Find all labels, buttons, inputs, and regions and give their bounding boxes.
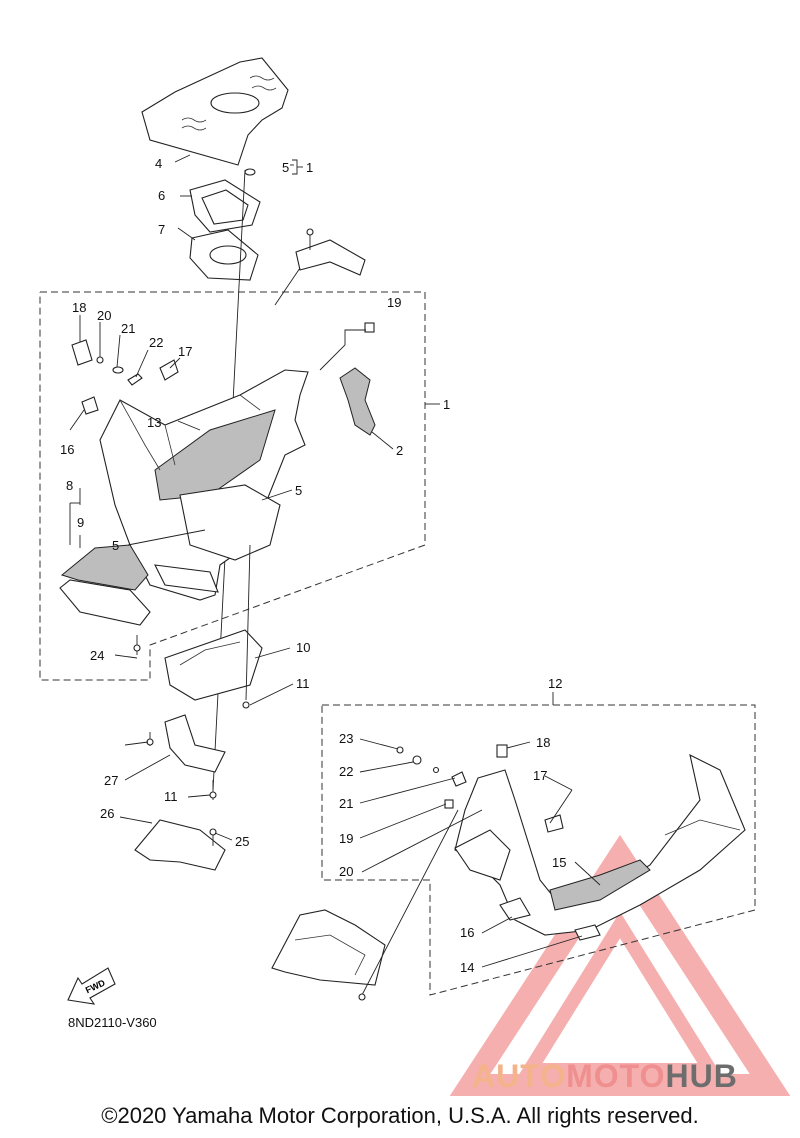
callout: 23 <box>339 731 353 746</box>
callout: 17 <box>178 344 192 359</box>
clip-5-top <box>244 168 256 176</box>
side-frame <box>271 909 386 986</box>
callout: 19 <box>339 831 353 846</box>
lower-cowling <box>454 753 746 941</box>
callout: 13 <box>147 415 161 430</box>
callouts: 1 2 13 4 5 5 6 7 8 9 10 11 11 12 14 15 1… <box>60 156 566 975</box>
brand-moto: MOTO <box>566 1058 666 1094</box>
callout: 7 <box>158 222 165 237</box>
callout: 20 <box>339 864 353 879</box>
bracket-plate <box>164 714 226 773</box>
callout: 11 <box>296 676 310 691</box>
callout: 16 <box>60 442 74 457</box>
callout: 21 <box>121 321 135 336</box>
lower-bracket <box>134 819 226 871</box>
callout: 25 <box>235 834 249 849</box>
brand-hub: HUB <box>665 1058 738 1094</box>
fwd-arrow-icon: FWD <box>67 967 116 1005</box>
upper-cowling <box>99 369 309 601</box>
callout: 22 <box>149 335 163 350</box>
svg-text:5: 5 <box>282 160 289 175</box>
svg-text:1: 1 <box>306 160 313 175</box>
callout: 24 <box>90 648 104 663</box>
callout: 18 <box>536 735 550 750</box>
bolt-27 <box>146 732 154 746</box>
hardware-right <box>396 744 564 833</box>
gasket-plate <box>189 229 259 281</box>
assembly-box-12 <box>321 704 756 996</box>
callout: 5 <box>295 483 302 498</box>
callout: 2 <box>396 443 403 458</box>
gasket-frame <box>189 179 261 233</box>
clip-19-upper <box>364 322 375 333</box>
watermark-brand: AUTOMOTOHUB <box>472 1058 738 1095</box>
under-panel <box>164 629 263 701</box>
callout: 21 <box>339 796 353 811</box>
callout: 1 <box>443 397 450 412</box>
callout: 14 <box>460 960 474 975</box>
brand-auto: AUTO <box>472 1058 567 1094</box>
grommet-11-upper <box>242 701 250 709</box>
callout: 11 <box>164 789 178 804</box>
drawing-code: 8ND2110-V360 <box>68 1015 157 1030</box>
callout: 8 <box>66 478 73 493</box>
callout: 6 <box>158 188 165 203</box>
callout: 15 <box>552 855 566 870</box>
callout: 4 <box>155 156 162 171</box>
top-cover-panel <box>141 57 289 166</box>
side-scoop <box>59 544 151 626</box>
bolt-11-lower <box>209 780 217 800</box>
callout: 27 <box>104 773 118 788</box>
screw-24 <box>209 828 217 846</box>
bracket-5-1: 5 1 <box>282 159 313 175</box>
callout: 17 <box>533 768 547 783</box>
callout: 5 <box>112 538 119 553</box>
callout: 19 <box>387 295 401 310</box>
callout: 16 <box>460 925 474 940</box>
watermark-logo-icon <box>449 834 791 1096</box>
callout: 20 <box>97 308 111 323</box>
callout: 18 <box>72 300 86 315</box>
grommet-bottom <box>358 993 366 1001</box>
spacer-block <box>339 367 376 436</box>
mounting-bracket <box>295 228 366 276</box>
copyright-notice: ©2020 Yamaha Motor Corporation, U.S.A. A… <box>101 1103 699 1128</box>
callout: 10 <box>296 640 310 655</box>
screw-23 <box>133 635 141 655</box>
callout: 9 <box>77 515 84 530</box>
callout: 26 <box>100 806 114 821</box>
assembly-box-1 <box>39 291 426 681</box>
callout: 12 <box>548 676 562 691</box>
callout: 22 <box>339 764 353 779</box>
